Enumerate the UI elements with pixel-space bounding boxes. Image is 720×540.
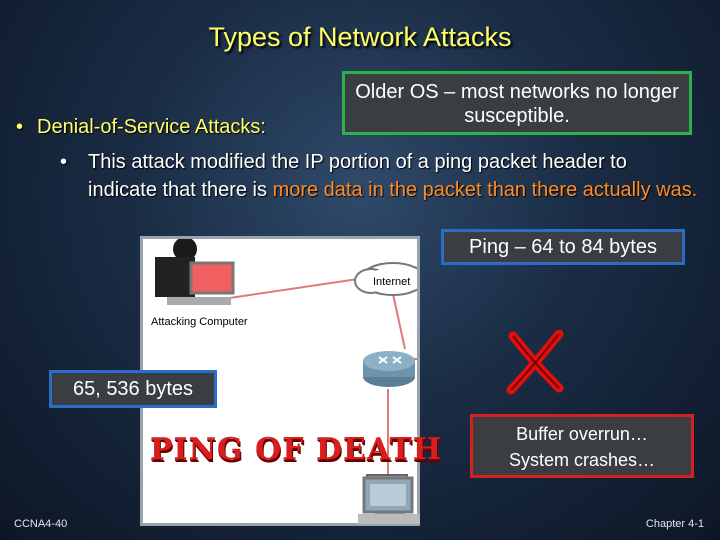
victim-computer-icon [358,476,420,524]
failure-x-icon [506,330,564,395]
attacker-label: Attacking Computer [151,316,248,328]
bullet-ping-text: This attack modified the IP portion of a… [88,148,700,204]
footer-course-code: CCNA4-40 [14,518,68,530]
crash-line-2: System crashes… [508,450,656,470]
internet-cloud-icon [354,262,426,296]
bullet-dos-text: Denial-of-Service Attacks: [37,116,266,138]
attacker-icon [155,237,235,305]
crash-line-1: Buffer overrun… [516,424,648,444]
bullet-dot: • [16,116,24,138]
internet-label: Internet [373,276,410,288]
footer-chapter: Chapter 4-1 [645,518,704,530]
bullet-ping-description: • This attack modified the IP portion of… [60,148,700,204]
ping-of-death-label: PING OF DEATH [150,432,443,467]
ping-size-callout: Ping – 64 to 84 bytes [441,229,685,265]
slide-title: Types of Network Attacks [208,22,512,52]
crash-callout: Buffer overrun… System crashes… [470,414,694,478]
router-icon [363,351,415,387]
bullet-ping-highlight: more data in the packet than there actua… [272,179,698,201]
link-internet-router [392,293,406,350]
bullet-dos: • Denial-of-Service Attacks: [16,116,266,139]
link-attacker-internet [222,278,359,300]
bytes-callout: 65, 536 bytes [49,370,217,408]
bullet-ping-text-part1: This attack modified the IP portion of a… [88,151,627,201]
bullet-dot: • [60,151,68,173]
older-os-callout: Older OS – most networks no longer susce… [342,71,692,135]
